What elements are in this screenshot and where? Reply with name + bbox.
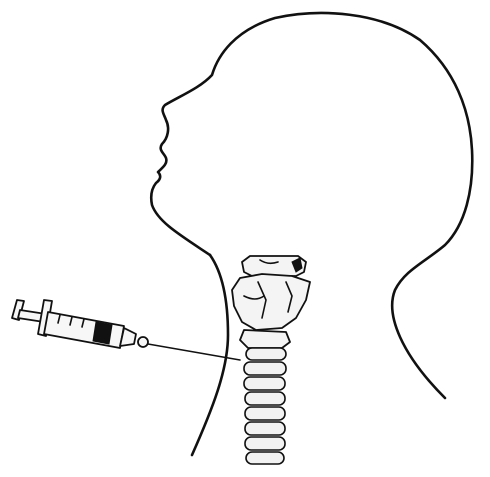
tracheal-ring [246,348,286,360]
syringe-barrel [44,312,124,348]
cricoid-cartilage [240,330,290,348]
head-profile-outline [151,13,472,398]
tracheal-ring [244,362,286,375]
tracheal-ring [245,407,285,420]
needle-hub [138,337,148,347]
larynx-cartilage [232,256,310,348]
tracheal-ring [246,452,284,464]
tracheal-rings [244,348,286,464]
tracheal-ring [245,437,285,450]
tracheal-ring [245,392,285,405]
tracheal-ring [245,422,285,435]
thyroid-cartilage [232,274,310,330]
syringe-liquid [93,322,112,344]
tracheal-ring [244,377,285,390]
syringe [12,300,148,348]
